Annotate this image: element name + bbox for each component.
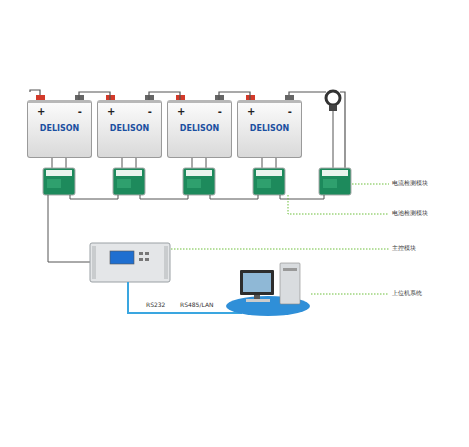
- brand-logo: DELISON: [28, 125, 91, 133]
- terminal-sign: -: [218, 107, 222, 117]
- series-wire: [79, 92, 110, 100]
- battery-box: + - DELISON: [27, 100, 92, 158]
- terminal-sign: +: [107, 107, 115, 117]
- terminal-sign: +: [247, 107, 255, 117]
- callout-label: 电流检测模块: [392, 180, 428, 187]
- terminal-sign: +: [37, 107, 45, 117]
- callout-label: 上位机系统: [392, 290, 422, 297]
- callout-label: 电池检测模块: [392, 210, 428, 217]
- brand-logo: DELISON: [238, 125, 301, 133]
- terminal-sign: -: [78, 107, 82, 117]
- brand-logo: DELISON: [98, 125, 161, 133]
- detection-modules: [43, 168, 351, 195]
- module-leads: [52, 158, 276, 168]
- terminal-sign: -: [288, 107, 292, 117]
- current-sensor: [326, 91, 340, 168]
- interface-label: RS232: [146, 302, 165, 309]
- terminal-sign: -: [148, 107, 152, 117]
- main-control-unit: [90, 243, 170, 282]
- callout-label: 主控模块: [392, 245, 416, 252]
- terminal-sign: +: [177, 107, 185, 117]
- leader-lines: [171, 184, 389, 294]
- module-bus: [48, 195, 324, 262]
- battery-box: + - DELISON: [167, 100, 232, 158]
- battery-box: + - DELISON: [97, 100, 162, 158]
- comm-line: [128, 282, 242, 313]
- battery-box: + - DELISON: [237, 100, 302, 158]
- interface-label: RS485/LAN: [180, 302, 214, 309]
- brand-logo: DELISON: [168, 125, 231, 133]
- series-wire: [219, 92, 250, 100]
- series-wire: [149, 92, 180, 100]
- pc-workstation: [226, 263, 310, 316]
